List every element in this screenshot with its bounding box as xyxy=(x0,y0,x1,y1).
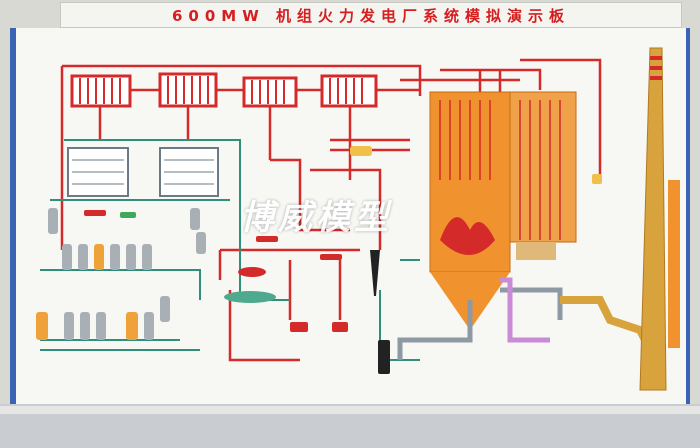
chimney-icon xyxy=(639,47,667,391)
condenser-icon xyxy=(159,147,219,197)
tank-icon xyxy=(36,208,206,340)
ash-duct xyxy=(500,277,550,343)
heater-icon xyxy=(84,210,348,332)
page-title: 600MW 机组火力发电厂系统模拟演示板 xyxy=(171,6,570,25)
watermark: 博威模型 xyxy=(240,198,392,238)
yellow-tank-icon xyxy=(350,146,602,184)
condenser-icon xyxy=(67,147,129,197)
turbine-icon xyxy=(242,76,298,108)
deaerator-icon xyxy=(224,267,276,303)
gas-duct-gold xyxy=(560,296,654,352)
fan-icon xyxy=(370,250,390,374)
turbine-icon xyxy=(70,74,132,108)
side-rack xyxy=(668,180,680,348)
flue-duct xyxy=(397,287,563,360)
water-pipes xyxy=(40,139,420,361)
turbine-icon xyxy=(158,72,218,108)
turbine-icon xyxy=(320,74,378,108)
boiler-furnace-icon xyxy=(429,91,577,330)
steam-pipes xyxy=(60,58,602,362)
floor-strip xyxy=(0,406,700,414)
title-bar: 600MW 机组火力发电厂系统模拟演示板 xyxy=(60,2,682,28)
